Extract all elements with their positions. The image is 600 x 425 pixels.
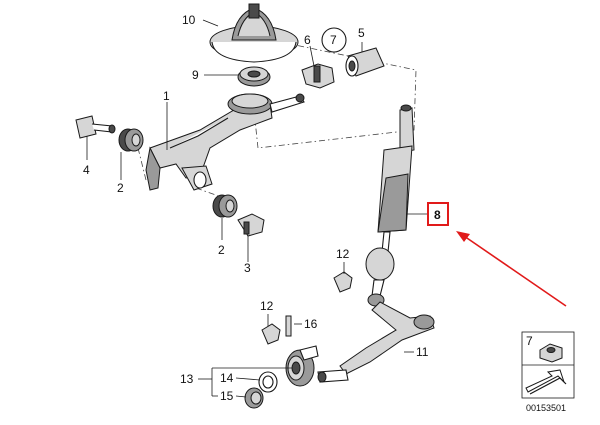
- callout-2-lower: 2: [218, 243, 225, 257]
- part-2-bushing-lower: [212, 194, 238, 218]
- part-13-bearing-assembly: [285, 345, 319, 387]
- legend-number: 7: [526, 334, 533, 348]
- callout-12-lower: 12: [260, 299, 274, 313]
- part-5-sleeve: [345, 47, 385, 77]
- callout-13: 13: [180, 372, 194, 386]
- part-8-gear-lever: [365, 104, 415, 307]
- callout-7: 7: [330, 33, 337, 47]
- arrow-icon: [525, 369, 567, 395]
- part-11-selector-rod: [317, 301, 435, 383]
- part-7-marker: [321, 27, 347, 53]
- callout-1: 1: [163, 89, 170, 103]
- nut-icon: [539, 343, 563, 363]
- highlight-callout-8: 8: [427, 202, 449, 226]
- leader-lines: [86, 19, 428, 398]
- callout-5: 5: [358, 26, 365, 40]
- part-14-ring: [258, 371, 278, 393]
- part-12-clip-lower: [261, 323, 281, 345]
- callout-15: 15: [220, 389, 234, 403]
- part-3-clip: [237, 213, 265, 237]
- part-10-boot: [209, 3, 299, 63]
- diagram-id: 00153501: [526, 403, 566, 413]
- callout-3: 3: [244, 261, 251, 275]
- callout-2-upper: 2: [117, 181, 124, 195]
- callout-12-upper: 12: [336, 247, 350, 261]
- red-pointer-arrow: [456, 231, 567, 307]
- callout-numbers: 10 9 1 6 7 5 4 2 2 3 12 12 16 11 13 14 1…: [83, 13, 429, 403]
- part-15-bushing: [244, 387, 264, 409]
- callout-8: 8: [434, 208, 441, 222]
- part-2-bushing-upper: [118, 128, 144, 152]
- part-9-bushing: [237, 66, 271, 87]
- legend-box: 7: [521, 331, 575, 399]
- part-6-bracket: [301, 63, 335, 89]
- callout-10: 10: [182, 13, 196, 27]
- part-16-pin: [285, 315, 292, 337]
- callout-11: 11: [416, 345, 429, 359]
- callout-4: 4: [83, 163, 90, 177]
- part-1-shift-arm: [145, 93, 305, 191]
- callout-9: 9: [192, 68, 199, 82]
- callout-14: 14: [220, 371, 234, 385]
- part-4-clip: [75, 115, 116, 139]
- part-12-clip-upper: [333, 271, 353, 293]
- callout-16: 16: [304, 317, 318, 331]
- callout-6: 6: [304, 33, 311, 47]
